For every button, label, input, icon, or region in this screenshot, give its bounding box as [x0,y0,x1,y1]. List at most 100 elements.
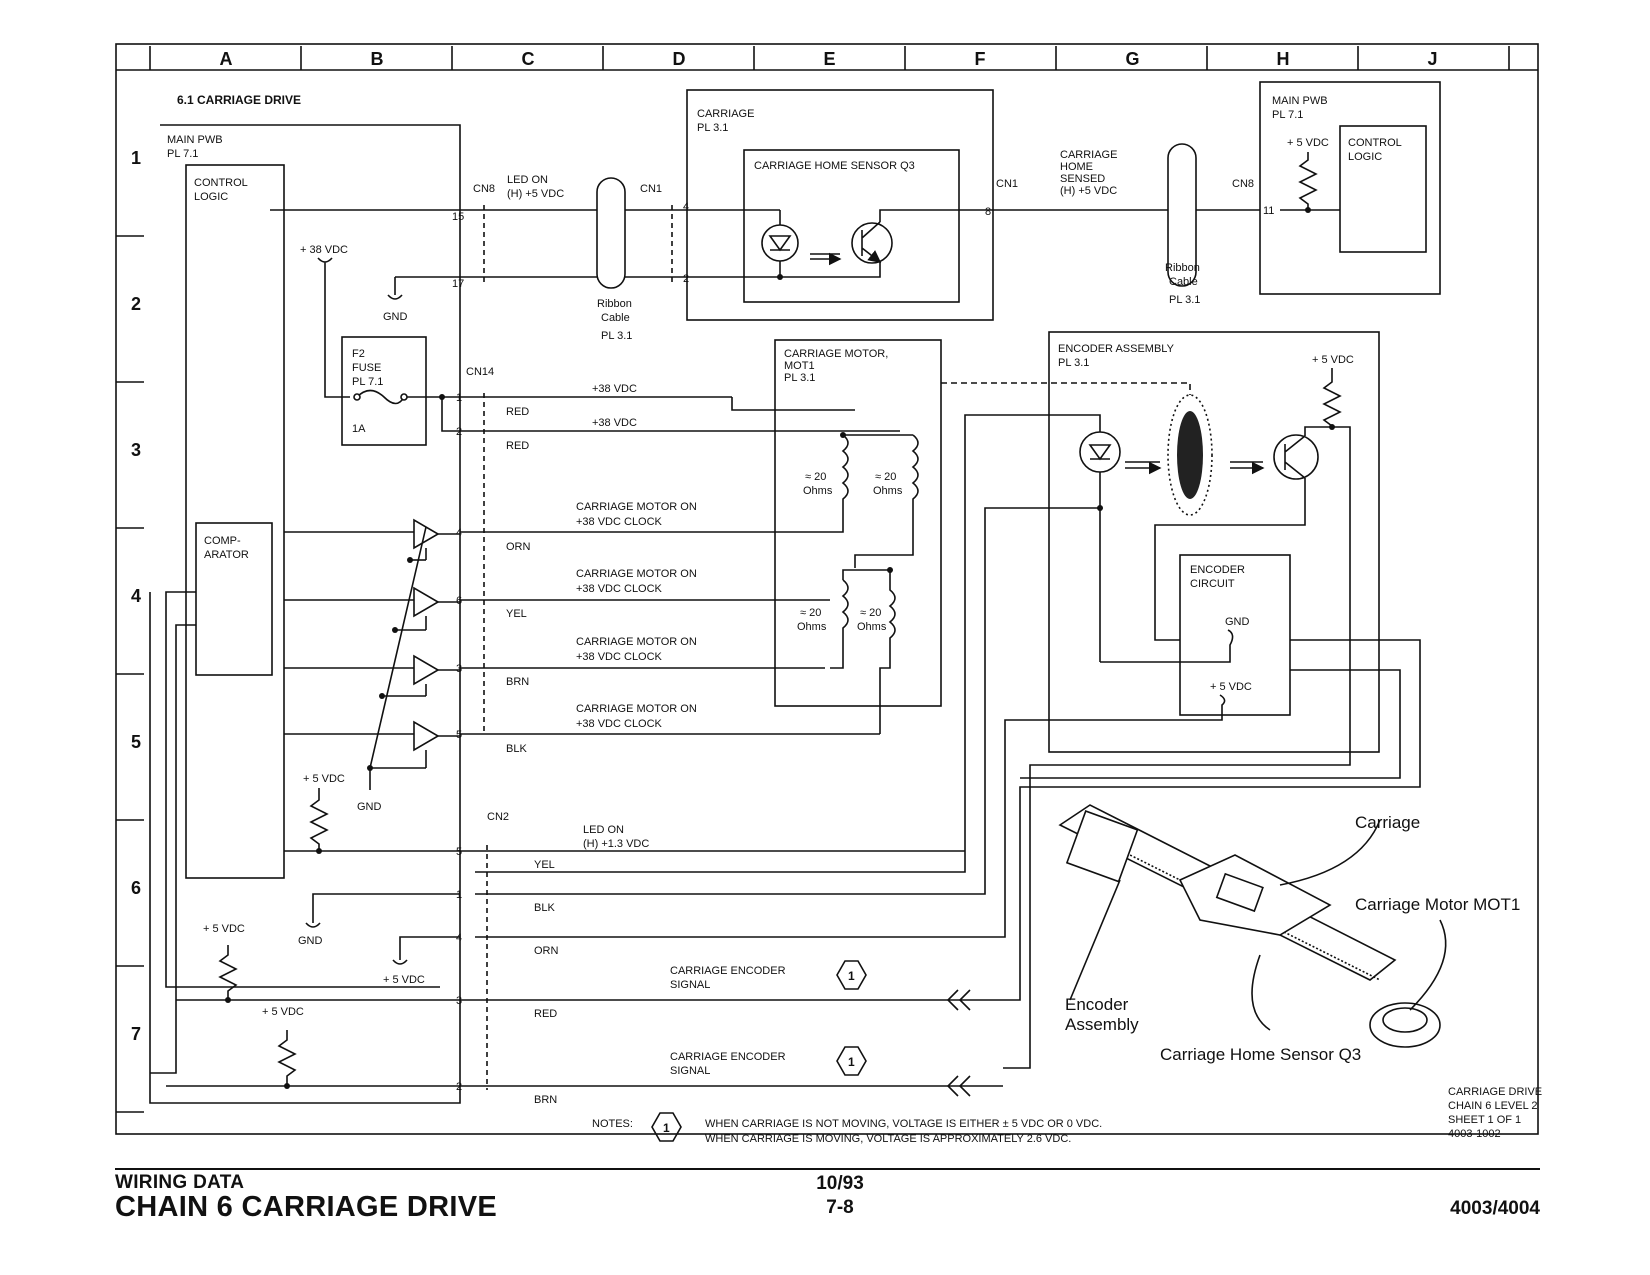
svg-text:CARRIAGE: CARRIAGE [697,108,754,120]
svg-text:CARRIAGE MOTOR ON: CARRIAGE MOTOR ON [576,703,697,715]
svg-text:PL 3.1: PL 3.1 [601,330,632,342]
svg-text:PL 7.1: PL 7.1 [352,376,383,388]
svg-text:YEL: YEL [506,608,527,620]
svg-text:1: 1 [848,969,855,983]
carriage-box: CARRIAGE PL 3.1 CARRIAGE HOME SENSOR Q3 … [686,89,1018,321]
svg-text:BRN: BRN [506,676,529,688]
row-label: 4 [131,586,141,606]
svg-text:COMP-: COMP- [204,535,241,547]
svg-text:1: 1 [456,889,462,901]
fuse-f2 [341,336,427,446]
svg-text:BLK: BLK [506,743,527,755]
svg-text:CARRIAGE HOME SENSOR Q3: CARRIAGE HOME SENSOR Q3 [754,160,915,172]
svg-text:RED: RED [506,440,529,452]
svg-text:(H) +5 VDC: (H) +5 VDC [507,188,564,200]
ribbon-cable-2 [1167,143,1197,287]
svg-text:Ohms: Ohms [873,485,903,497]
home-sensor-box [743,149,960,303]
svg-text:(H) +5 VDC: (H) +5 VDC [1060,185,1117,197]
fuse-circuit: + 38 VDC F2 FUSE PL 7.1 1A CN14 [300,244,494,446]
svg-text:GND: GND [1225,616,1250,628]
svg-text:4: 4 [456,932,462,944]
svg-text:BLK: BLK [534,902,555,914]
svg-text:LOGIC: LOGIC [1348,151,1382,163]
encoder-assembly: ENCODER ASSEMBLY PL 3.1 + 5 VDC ENCODER … [475,331,1421,1069]
diagram-frame [115,43,1539,1135]
comparator-block [195,522,273,676]
svg-text:Ribbon: Ribbon [1165,262,1200,274]
column-label: F [975,49,986,69]
svg-text:F2: F2 [352,348,365,360]
carriage-motor-box: CARRIAGE MOTOR, MOT1 PL 3.1 ≈ 20 Ohms ≈ … [774,339,1191,734]
footer-model: 4003/4004 [1450,1198,1540,1219]
svg-text:4003-1002: 4003-1002 [1448,1128,1501,1140]
svg-text:NOTES:: NOTES: [592,1118,633,1130]
cn2-connector: CN2 LED ON (H) +1.3 VDC 5 1 4 3 2 YEL BL… [166,811,1003,1106]
svg-text:GND: GND [383,311,408,323]
encoder-disk-icon [1177,411,1203,499]
svg-text:YEL: YEL [534,859,555,871]
footer-subtitle: WIRING DATA [115,1172,245,1193]
main-pwb-right: MAIN PWB PL 7.1 CONTROL LOGIC + 5 VDC [1259,81,1441,295]
svg-text:SENSED: SENSED [1060,173,1105,185]
svg-text:5: 5 [456,846,462,858]
svg-text:4: 4 [456,527,462,539]
svg-text:CHAIN 6 LEVEL 2: CHAIN 6 LEVEL 2 [1448,1100,1537,1112]
svg-text:8: 8 [985,206,991,218]
svg-text:CARRIAGE ENCODER: CARRIAGE ENCODER [670,965,786,977]
carriage-illustration-body [1178,854,1332,936]
svg-text:SHEET 1 OF 1: SHEET 1 OF 1 [1448,1114,1521,1126]
row-label: 6 [131,878,141,898]
row-label: 7 [131,1024,141,1044]
svg-text:CARRIAGE: CARRIAGE [1060,149,1117,161]
svg-text:1: 1 [848,1055,855,1069]
svg-text:RED: RED [534,1008,557,1020]
motor-wiring: +38 VDC +38 VDC RED RED CARRIAGE MOTOR O… [456,383,900,755]
encoder-circuit [1179,554,1291,716]
led-icon [761,224,799,262]
svg-text:+38 VDC CLOCK: +38 VDC CLOCK [576,583,663,595]
svg-text:MAIN PWB: MAIN PWB [167,134,223,146]
svg-text:HOME: HOME [1060,161,1093,173]
svg-text:GND: GND [298,935,323,947]
svg-text:CARRIAGE MOTOR ON: CARRIAGE MOTOR ON [576,568,697,580]
driver-buffers: GND + 5 VDC [284,518,460,854]
svg-text:+38 VDC CLOCK: +38 VDC CLOCK [576,718,663,730]
svg-text:CIRCUIT: CIRCUIT [1190,578,1235,590]
column-label: E [824,49,836,69]
svg-text:+38 VDC: +38 VDC [592,383,637,395]
svg-text:WHEN CARRIAGE IS NOT MOVING, V: WHEN CARRIAGE IS NOT MOVING, VOLTAGE IS … [705,1118,1102,1130]
svg-text:2: 2 [456,1081,462,1093]
svg-text:2: 2 [683,273,689,285]
encoder-led-icon [1079,431,1121,473]
svg-text:CARRIAGE MOTOR ON: CARRIAGE MOTOR ON [576,636,697,648]
svg-text:11: 11 [1263,205,1274,217]
svg-text:+ 5 VDC: + 5 VDC [303,773,345,785]
footer-title: CHAIN 6 CARRIAGE DRIVE [115,1191,498,1223]
svg-text:+38 VDC CLOCK: +38 VDC CLOCK [576,516,663,528]
svg-text:CARRIAGE DRIVE: CARRIAGE DRIVE [1448,1086,1542,1098]
column-label: D [673,49,686,69]
svg-text:+ 38 VDC: + 38 VDC [300,244,348,256]
svg-text:CN1: CN1 [640,183,662,195]
svg-text:2: 2 [456,426,462,438]
notes: NOTES: 1 WHEN CARRIAGE IS NOT MOVING, VO… [592,1112,1102,1145]
svg-text:15: 15 [452,211,464,223]
svg-text:MAIN PWB: MAIN PWB [1272,95,1328,107]
svg-text:Ohms: Ohms [857,621,887,633]
row-label: 1 [131,148,141,168]
svg-text:WHEN CARRIAGE IS MOVING, VOLTA: WHEN CARRIAGE IS MOVING, VOLTAGE IS APPR… [705,1133,1071,1145]
column-label: B [371,49,384,69]
svg-text:≈ 20: ≈ 20 [800,607,821,619]
svg-text:ORN: ORN [534,945,559,957]
svg-text:CN2: CN2 [487,811,509,823]
column-label: A [220,49,233,69]
svg-text:1: 1 [663,1121,670,1135]
svg-text:+ 5 VDC: + 5 VDC [383,974,425,986]
svg-text:ENCODER: ENCODER [1190,564,1245,576]
svg-text:5: 5 [456,729,462,741]
svg-text:MOT1: MOT1 [784,360,815,372]
svg-text:Encoder: Encoder [1065,995,1129,1014]
